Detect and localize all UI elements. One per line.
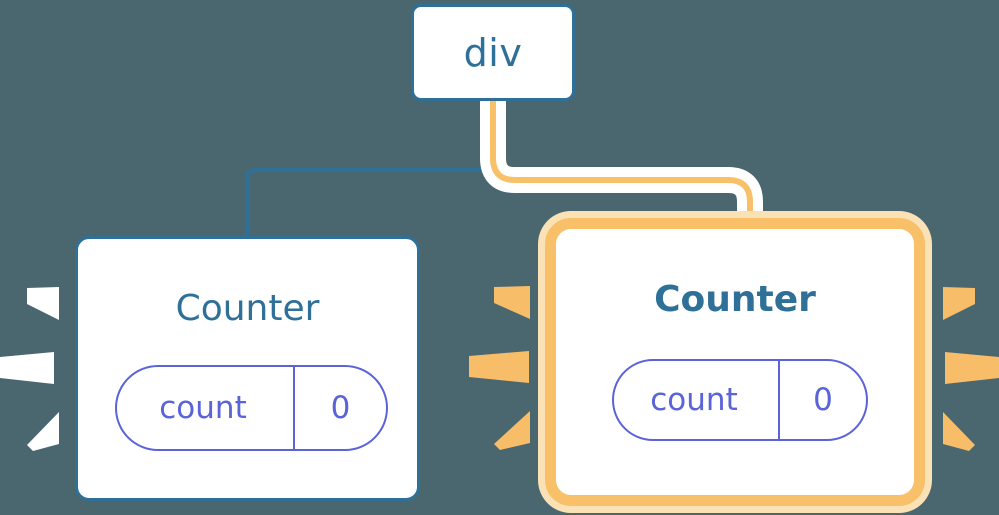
state-pill-left-value: 0: [330, 390, 351, 426]
state-pill-right[interactable]: count 0: [612, 359, 868, 441]
state-pill-left-divider: [293, 367, 295, 449]
card-counter-left[interactable]: Counter count 0: [75, 236, 420, 501]
state-pill-right-divider: [778, 361, 780, 439]
card-counter-right-title: Counter: [654, 279, 816, 320]
state-pill-right-value: 0: [813, 382, 833, 418]
card-counter-left-title: Counter: [175, 288, 320, 329]
wire-to-left-counter: [245, 99, 495, 242]
node-div-label: div: [463, 30, 523, 75]
wire-to-right-counter: [490, 98, 753, 261]
state-pill-right-key: count: [650, 382, 738, 418]
node-div[interactable]: div: [411, 4, 575, 101]
state-pill-left[interactable]: count 0: [115, 365, 388, 451]
state-pill-left-key: count: [159, 390, 247, 426]
card-counter-right[interactable]: Counter count 0: [545, 218, 925, 506]
